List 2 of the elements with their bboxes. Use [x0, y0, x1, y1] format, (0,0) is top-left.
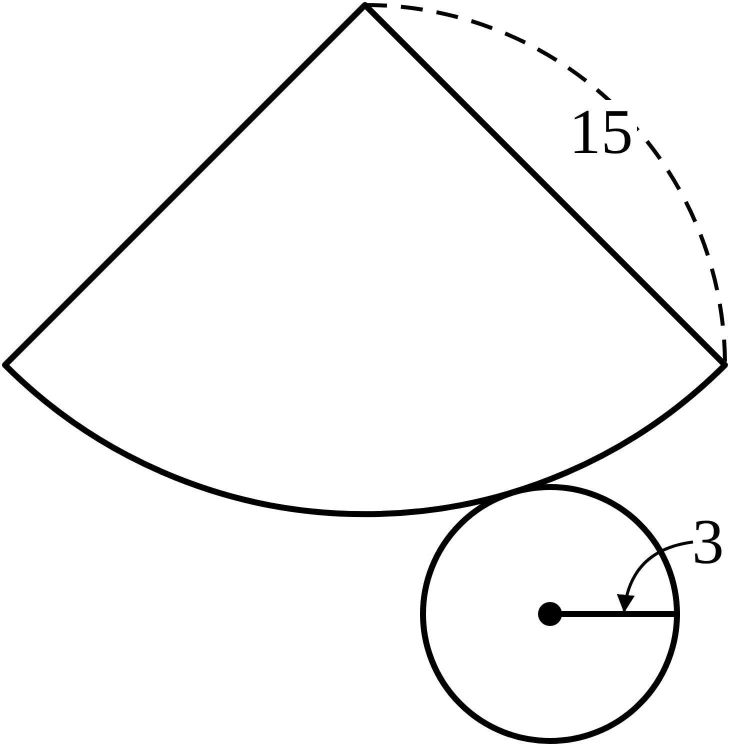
leader-line [618, 540, 694, 613]
callout-number: 3 [692, 510, 724, 574]
